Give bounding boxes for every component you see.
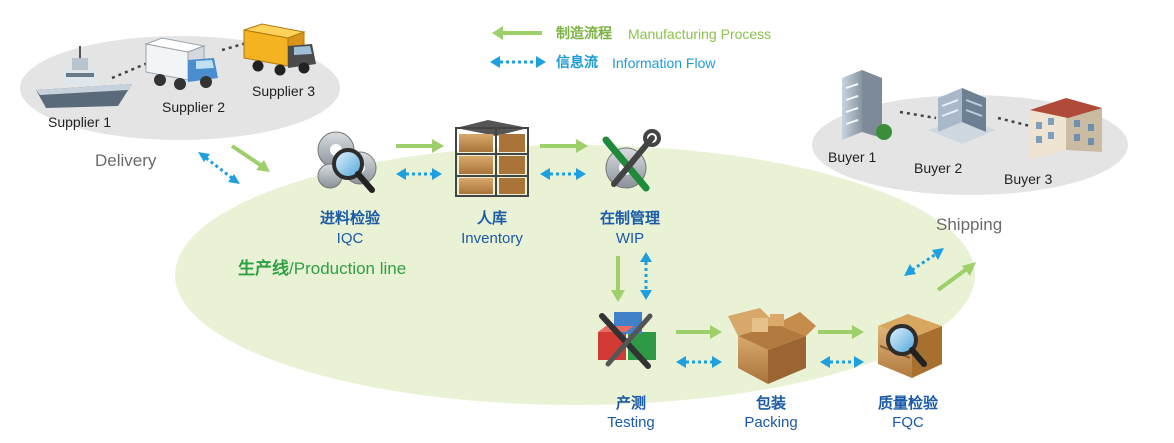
shelves-boxes-icon [455,120,529,197]
production-line-slash: / [289,259,294,278]
production-line-en: Production line [293,259,407,278]
building-icon [1030,98,1102,160]
packing-label-zh: 包装 [755,395,786,412]
supplier-1-label: Supplier 1 [48,114,112,130]
gears-magnifier-icon [317,131,377,193]
testing-label-zh: 产测 [615,395,646,412]
testing-label-en: Testing [607,414,655,431]
supplier-connector-2 [221,40,251,52]
iqc-label-zh: 进料检验 [319,210,380,227]
buyer-1-label: Buyer 1 [828,149,877,165]
buyer-2-label: Buyer 2 [914,160,963,176]
fqc-label-zh: 质量检验 [877,395,938,412]
legend-manufacturing-en: Manufacturing Process [628,26,772,42]
buyer-connector-1 [899,110,937,120]
manufacturing-arrow-iqc-inventory [396,139,444,153]
wrench-gear-icon [602,129,661,192]
wip-label-en: WIP [615,230,645,247]
legend-manufacturing-zh: 制造流程 [556,25,612,41]
crate-magnifier-icon [878,314,942,378]
iqc-label-en: IQC [336,230,364,247]
information-arrow-wip-testing [640,252,652,300]
delivery-label: Delivery [95,151,157,170]
shipping-label: Shipping [936,215,1003,234]
tools-cubes-icon [598,312,656,369]
production-line-zh: 生产线 [238,259,289,278]
building-icon [928,88,996,144]
packing-label-en: Packing [744,414,798,431]
manufacturing-arrow-testing-packing [676,325,722,339]
manufacturing-arrow-delivery [230,144,270,172]
information-arrow-testing-packing [676,356,722,368]
legend-information-arrow [490,56,546,68]
open-box-icon [728,308,816,384]
information-arrow-iqc-inventory [396,168,442,180]
production-line-label: 生产线/Production line [238,260,406,277]
buyer-connector-2 [997,116,1031,128]
information-arrow-packing-fqc [820,356,864,368]
ship-icon [36,46,132,108]
inventory-label-en: Inventory [461,230,523,247]
buyer-3-label: Buyer 3 [1004,171,1053,187]
legend-manufacturing-arrow [492,26,542,40]
manufacturing-arrow-packing-fqc [818,325,864,339]
building-icon [842,70,892,140]
information-arrow-shipping [904,248,944,276]
manufacturing-arrow-wip-testing [611,256,625,302]
legend-information-en: Information Flow [612,55,716,71]
manufacturing-arrow-shipping [936,262,976,292]
information-arrow-delivery [198,152,240,184]
truck-icon [144,37,218,90]
supplier-2-label: Supplier 2 [162,99,226,115]
truck-icon [243,23,316,76]
legend-information-zh: 信息流 [556,54,598,70]
information-arrow-inventory-wip [540,168,586,180]
manufacturing-arrow-inventory-wip [540,139,588,153]
fqc-label-en: FQC [892,414,924,431]
supplier-3-label: Supplier 3 [252,83,316,99]
wip-label-zh: 在制管理 [599,210,660,227]
inventory-label-zh: 人库 [476,210,507,227]
